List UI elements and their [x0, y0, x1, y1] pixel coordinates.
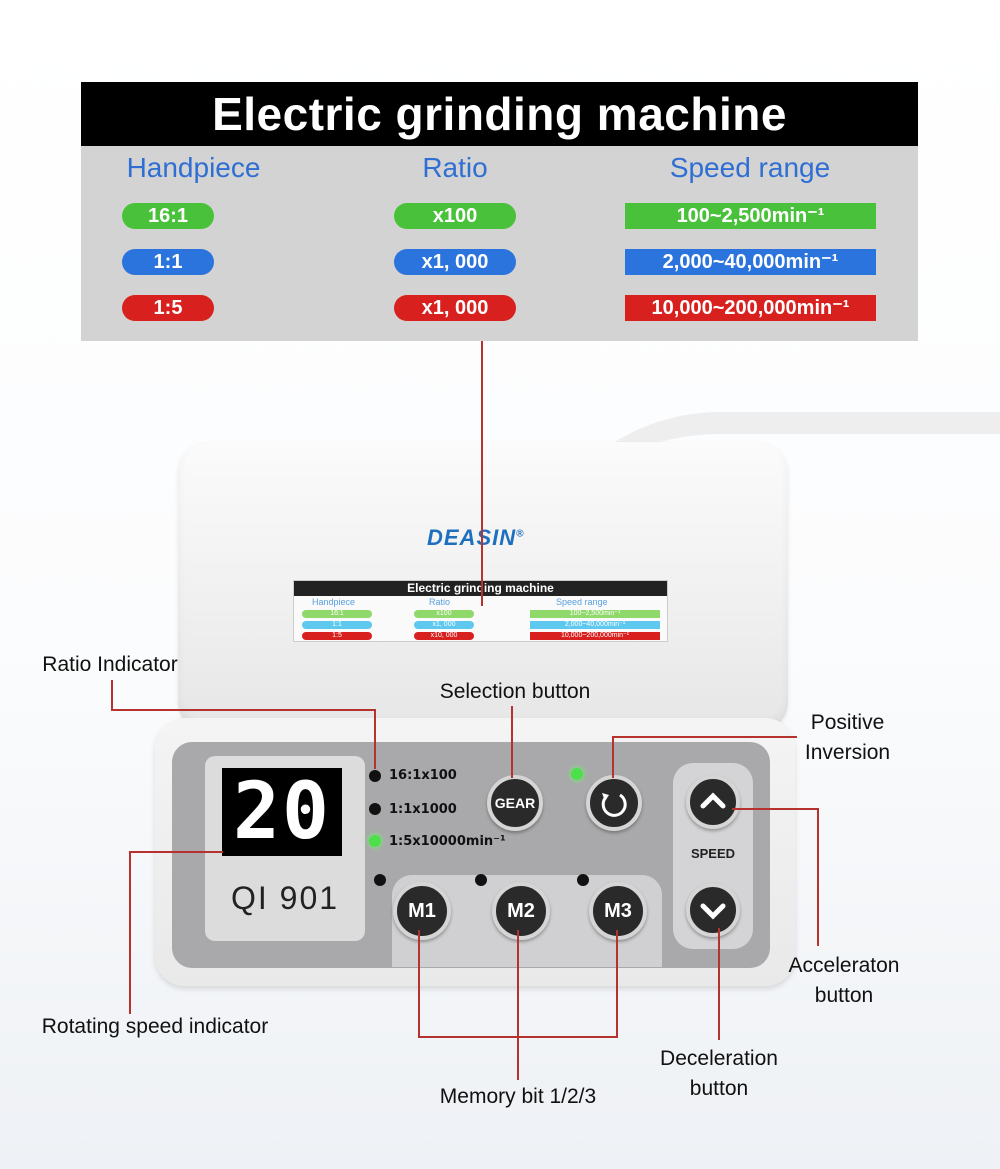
- callout-line-inversion-a: [612, 736, 797, 738]
- ratio-label-16-1: 16:1x100: [389, 768, 457, 783]
- ratio-led-16-1: [369, 770, 381, 782]
- callout-line-ratio-a: [111, 680, 113, 710]
- mini-header-speed: Speed range: [556, 597, 608, 607]
- label-selection-button: Selection button: [439, 680, 591, 703]
- brand-logo: DEASIN®: [427, 525, 547, 551]
- m1-button[interactable]: M1: [393, 882, 451, 940]
- header-handpiece: Handpiece: [126, 152, 261, 183]
- mini-row1-handpiece: 16:1: [302, 610, 372, 618]
- speed-label: SPEED: [690, 846, 736, 861]
- callout-line-decel: [718, 928, 720, 1040]
- chevron-up-icon: [700, 792, 726, 809]
- memory-led-2: [475, 874, 487, 886]
- callout-line-table: [481, 341, 483, 606]
- header-speed-range: Speed range: [669, 152, 831, 183]
- header-ratio: Ratio: [422, 152, 488, 183]
- mini-row2-handpiece: 1:1: [302, 621, 372, 629]
- mini-header-handpiece: Handpiece: [312, 597, 356, 607]
- label-positive-line2: Inversion: [804, 741, 891, 764]
- callout-line-m1: [418, 930, 420, 1037]
- row2-handpiece: 1:1: [122, 249, 214, 275]
- row2-ratio: x1, 000: [394, 249, 516, 275]
- label-ratio-indicator: Ratio Indicator: [42, 653, 178, 676]
- row3-ratio: x1, 000: [394, 295, 516, 321]
- row1-handpiece: 16:1: [122, 203, 214, 229]
- label-accel-line2: button: [814, 984, 874, 1007]
- mini-row1-ratio: x100: [414, 610, 474, 618]
- m2-button[interactable]: M2: [492, 882, 550, 940]
- callout-line-ratio-c: [374, 709, 376, 769]
- memory-led-1: [374, 874, 386, 886]
- speed-down-button[interactable]: [686, 883, 740, 937]
- label-accel-line1: Acceleraton: [788, 954, 900, 977]
- mini-screen-title: Electric grinding machine: [294, 581, 667, 596]
- spec-table-title: Electric grinding machine: [81, 82, 918, 146]
- row2-speed: 2,000~40,000min⁻¹: [625, 249, 876, 275]
- callout-line-accel-b: [817, 808, 819, 946]
- brand-name: DEASIN: [427, 525, 517, 550]
- inversion-led: [571, 768, 583, 780]
- ratio-label-1-1: 1:1x1000: [389, 802, 457, 817]
- mini-row2-ratio: x1, 000: [414, 621, 474, 629]
- label-positive-line1: Positive: [810, 711, 885, 734]
- callout-line-m3: [616, 930, 618, 1037]
- row3-speed: 10,000~200,000min⁻¹: [625, 295, 876, 321]
- row1-ratio: x100: [394, 203, 516, 229]
- mini-row3-ratio: x10, 000: [414, 632, 474, 640]
- ratio-label-1-5: 1:5x10000min⁻¹: [389, 834, 506, 849]
- ratio-led-1-5: [369, 835, 381, 847]
- mini-row2-speed: 2,000~40,000min⁻¹: [530, 621, 660, 629]
- mini-row3-handpiece: 1:5: [302, 632, 372, 640]
- callout-line-inversion-b: [612, 736, 614, 778]
- callout-line-selection: [511, 706, 513, 778]
- device-label-screen: Electric grinding machine Handpiece Rati…: [293, 580, 668, 642]
- label-decel-line1: Deceleration: [660, 1047, 778, 1070]
- inversion-button[interactable]: [586, 775, 642, 831]
- mini-row1-speed: 100~2,500min⁻¹: [530, 610, 660, 618]
- speed-up-button[interactable]: [686, 775, 740, 829]
- ratio-led-1-1: [369, 803, 381, 815]
- callout-line-ratio-b: [111, 709, 375, 711]
- speed-display: [222, 768, 342, 856]
- chevron-down-icon: [700, 903, 726, 920]
- row1-speed: 100~2,500min⁻¹: [625, 203, 876, 229]
- callout-line-accel-a: [732, 808, 818, 810]
- model-label: QI 901: [230, 880, 340, 916]
- m3-button[interactable]: M3: [589, 882, 647, 940]
- brand-registered-mark: ®: [516, 528, 525, 540]
- callout-line-speed-a: [129, 851, 223, 853]
- label-memory-bit: Memory bit 1/2/3: [439, 1085, 597, 1108]
- label-rotating-speed: Rotating speed indicator: [41, 1015, 269, 1038]
- label-decel-line2: button: [689, 1077, 749, 1100]
- row3-handpiece: 1:5: [122, 295, 214, 321]
- callout-line-m2: [517, 930, 519, 1080]
- speed-display-value: 20: [233, 767, 331, 857]
- gear-button[interactable]: GEAR: [487, 775, 543, 831]
- mini-header-ratio: Ratio: [429, 597, 451, 607]
- memory-led-3: [577, 874, 589, 886]
- rotate-icon: [601, 793, 627, 817]
- callout-line-speed-b: [129, 851, 131, 1014]
- spec-table-panel: Electric grinding machine Handpiece Rati…: [81, 82, 918, 341]
- mini-row3-speed: 10,000~200,000min⁻¹: [530, 632, 660, 640]
